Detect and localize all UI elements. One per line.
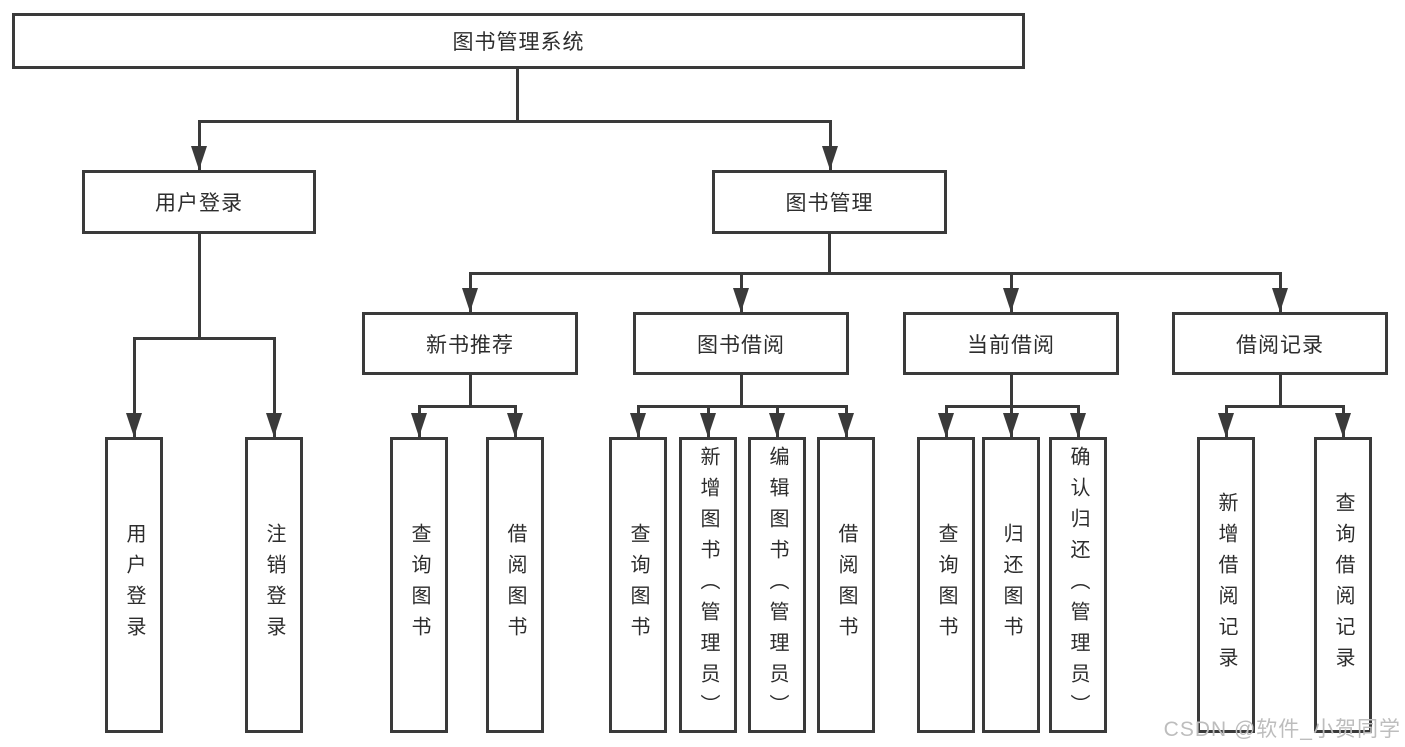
node-book-management: 图书管理	[712, 170, 947, 234]
arrowhead-icon	[1272, 288, 1288, 312]
node-label: 借阅图书	[504, 523, 526, 647]
node-user-login-leaf: 用户登录	[105, 437, 163, 733]
node-label: 借阅记录	[1236, 333, 1324, 357]
arrowhead-icon	[822, 146, 838, 170]
node-label: 新增借阅记录	[1215, 492, 1237, 678]
arrowhead-icon	[1218, 413, 1234, 437]
node-add-book-admin: 新增图书（管理员）	[679, 437, 737, 733]
node-borrow-books-borrowing: 借阅图书	[817, 437, 875, 733]
arrowhead-icon	[411, 413, 427, 437]
arrowhead-icon	[266, 413, 282, 437]
node-confirm-return-admin: 确认归还（管理员）	[1049, 437, 1107, 733]
edge-user-login-stem	[198, 234, 201, 337]
node-query-books-current: 查询图书	[917, 437, 975, 733]
arrowhead-icon	[733, 288, 749, 312]
node-label: 查询图书	[627, 523, 649, 647]
node-borrow-books-recommend: 借阅图书	[486, 437, 544, 733]
arrowhead-icon	[838, 413, 854, 437]
edge-user-login-drop	[273, 337, 276, 437]
node-label: 当前借阅	[967, 333, 1055, 357]
edge-root-rail	[198, 120, 832, 123]
edge-book-borrow-stem	[740, 375, 743, 405]
edge-root-drop	[829, 120, 832, 170]
node-return-book: 归还图书	[982, 437, 1040, 733]
node-label: 新增图书（管理员）	[697, 445, 719, 725]
edge-book-mgmt-rail	[469, 272, 1282, 275]
arrowhead-icon	[938, 413, 954, 437]
node-label: 图书借阅	[697, 333, 785, 357]
node-label: 图书管理	[785, 192, 874, 215]
node-query-books-borrowing: 查询图书	[609, 437, 667, 733]
node-label: 编辑图书（管理员）	[766, 445, 788, 725]
arrowhead-icon	[700, 413, 716, 437]
node-query-borrow-record: 查询借阅记录	[1314, 437, 1372, 733]
node-label: 借阅图书	[835, 523, 857, 647]
edge-book-borrow-rail	[637, 405, 847, 408]
arrowhead-icon	[507, 413, 523, 437]
arrowhead-icon	[462, 288, 478, 312]
arrowhead-icon	[126, 413, 142, 437]
node-library-system: 图书管理系统	[12, 13, 1025, 69]
node-book-borrowing: 图书借阅	[633, 312, 849, 375]
arrowhead-icon	[1335, 413, 1351, 437]
edge-book-mgmt-stem	[828, 233, 831, 272]
arrowhead-icon	[769, 413, 785, 437]
node-label: 确认归还（管理员）	[1067, 445, 1089, 725]
edge-new-book-stem	[469, 375, 472, 405]
edge-user-login-rail	[133, 337, 276, 340]
edge-current-borrow-stem	[1010, 375, 1013, 405]
edge-new-book-rail	[418, 405, 517, 408]
node-label: 图书管理系统	[452, 31, 585, 54]
node-current-borrowing: 当前借阅	[903, 312, 1119, 375]
node-label: 归还图书	[1000, 523, 1022, 647]
node-logout: 注销登录	[245, 437, 303, 733]
edge-root-drop	[198, 120, 201, 170]
node-borrowing-records: 借阅记录	[1172, 312, 1388, 375]
edge-root-stem	[516, 69, 519, 120]
node-label: 查询图书	[935, 523, 957, 647]
node-label: 查询图书	[408, 523, 430, 647]
node-user-login: 用户登录	[82, 170, 316, 234]
arrowhead-icon	[1003, 288, 1019, 312]
arrowhead-icon	[630, 413, 646, 437]
node-label: 查询借阅记录	[1332, 492, 1354, 678]
node-label: 注销登录	[263, 523, 285, 647]
node-label: 新书推荐	[426, 333, 514, 357]
node-query-books-recommend: 查询图书	[390, 437, 448, 733]
node-add-borrow-record: 新增借阅记录	[1197, 437, 1255, 733]
csdn-watermark: CSDN @软件_小贺同学	[1163, 718, 1401, 741]
arrowhead-icon	[191, 146, 207, 170]
node-edit-book-admin: 编辑图书（管理员）	[748, 437, 806, 733]
node-label: 用户登录	[155, 192, 243, 215]
arrowhead-icon	[1070, 413, 1086, 437]
edge-borrow-records-stem	[1279, 375, 1282, 405]
arrowhead-icon	[1003, 413, 1019, 437]
node-new-book-recommend: 新书推荐	[362, 312, 578, 375]
edge-user-login-drop	[133, 337, 136, 437]
node-label: 用户登录	[123, 523, 145, 647]
edge-borrow-records-rail	[1225, 405, 1344, 408]
